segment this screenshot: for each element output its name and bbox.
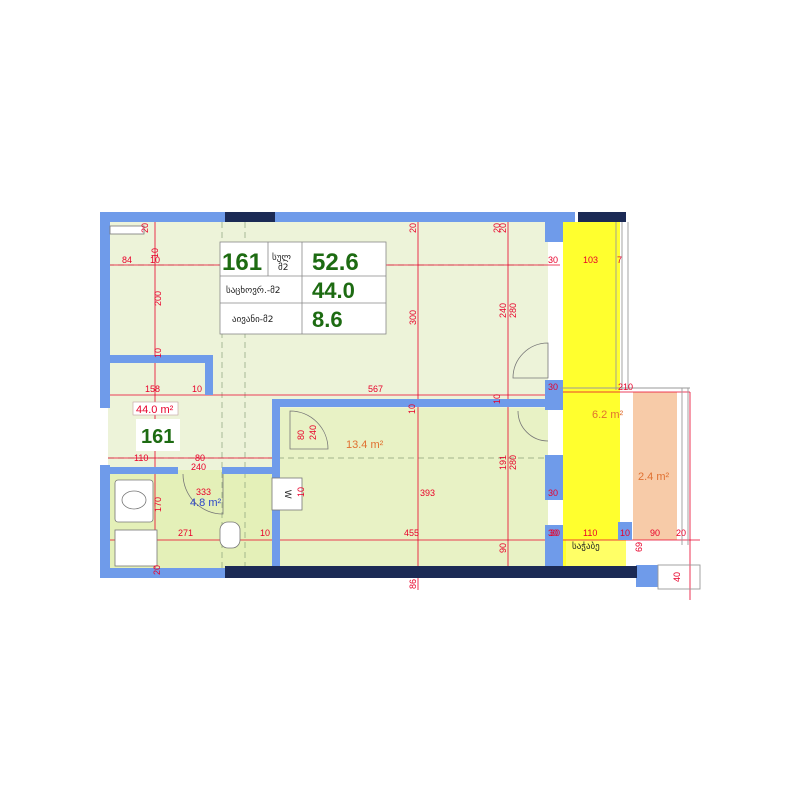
dim-label: 30 xyxy=(550,528,560,538)
apartment-number-tag-box xyxy=(136,419,180,451)
dim-label: 30 xyxy=(548,488,558,498)
dim-label: 90 xyxy=(498,543,508,553)
dim-label: 200 xyxy=(153,291,163,306)
dim-label: 170 xyxy=(153,497,163,512)
dim-label: 10 xyxy=(620,528,630,538)
dim-label: 103 xyxy=(583,255,598,265)
dim-label: 110 xyxy=(583,528,597,538)
dim-label: 271 xyxy=(178,528,193,538)
fixtures xyxy=(109,225,303,567)
dim-label: 158 xyxy=(145,384,160,394)
table-balcony-label: აივანი-მ2 xyxy=(232,314,273,325)
bathroom-area-label: 4.8 m² xyxy=(190,497,222,509)
room-area-label: 13.4 m² xyxy=(346,439,384,451)
dim-label: 20 xyxy=(408,223,418,233)
dim-label: 191 xyxy=(498,455,508,470)
door-swings xyxy=(182,342,549,515)
washer xyxy=(271,477,303,511)
dim-label: 10 xyxy=(407,404,417,414)
bench-top xyxy=(109,225,145,235)
dim-label: 10 xyxy=(296,487,306,497)
dim-label: 567 xyxy=(368,384,383,394)
balcony-area-label: 6.2 m² xyxy=(592,409,624,421)
sink xyxy=(114,479,154,523)
dim-label: 80 xyxy=(296,430,306,440)
dim-label: 7 xyxy=(617,255,622,265)
dim-label: 20 xyxy=(152,565,162,575)
dim-label: 10 xyxy=(153,348,163,358)
table-balcony-value: 8.6 xyxy=(312,307,343,332)
dim-label: 455 xyxy=(404,528,419,538)
loggia-area-label: 2.4 m² xyxy=(638,471,670,483)
apartment-area-tag-box xyxy=(132,401,179,416)
table-living-label: საცხოვრ.-მ2 xyxy=(226,285,281,296)
dim-label: 30 xyxy=(548,382,558,392)
dim-label: 240 xyxy=(498,303,508,318)
dim-label: 20 xyxy=(492,223,502,233)
dim-label: 20 xyxy=(140,223,150,233)
dim-label: 333 xyxy=(196,487,211,497)
dim-label: 10 xyxy=(150,255,160,265)
floor-loggia xyxy=(633,392,677,540)
utility-label: საჭაბე xyxy=(572,541,600,552)
table-total-value: 52.6 xyxy=(312,249,359,276)
dim-label: 280 xyxy=(508,303,518,318)
dim-label: 84 xyxy=(122,255,132,265)
dim-label: 80 xyxy=(195,453,205,463)
dim-label: 300 xyxy=(408,310,418,325)
dim-label: 10 xyxy=(192,384,202,394)
dim-label: 10 xyxy=(492,394,502,404)
dim-label: 10 xyxy=(260,528,270,538)
dim-label: 86 xyxy=(408,579,418,589)
table-apartment-number: 161 xyxy=(222,249,262,276)
dim-label: 30 xyxy=(548,255,558,265)
dim-label: 240 xyxy=(308,425,318,440)
table-total-label-2: მ2 xyxy=(278,262,288,273)
apartment-number-tag: 161 xyxy=(141,426,174,448)
dim-label: 20 xyxy=(676,528,686,538)
dim-label: 10 xyxy=(150,248,160,258)
toilet xyxy=(219,521,241,549)
walls xyxy=(100,212,658,587)
washer-mark: W xyxy=(283,490,293,499)
dim-label: 69 xyxy=(634,542,644,552)
dim-label: 30 xyxy=(548,528,558,538)
floor-balcony xyxy=(563,222,620,574)
dim-label: 40 xyxy=(672,572,682,582)
glazing xyxy=(560,222,701,590)
shower-tray xyxy=(114,529,158,567)
walls-dark xyxy=(225,212,637,578)
summary-table xyxy=(219,241,387,335)
dim-label: 393 xyxy=(420,488,435,498)
floor-room xyxy=(280,408,548,576)
dim-label: 90 xyxy=(650,528,660,538)
table-total-label-1: სულ xyxy=(272,252,291,263)
dim-label: 20 xyxy=(498,223,508,233)
dim-label: 280 xyxy=(508,455,518,470)
table-living-value: 44.0 xyxy=(312,278,355,303)
dim-label: 210 xyxy=(618,382,633,392)
dim-label: 110 xyxy=(134,453,148,463)
apartment-area-tag: 44.0 m² xyxy=(136,404,174,416)
dim-label: 240 xyxy=(191,462,206,472)
